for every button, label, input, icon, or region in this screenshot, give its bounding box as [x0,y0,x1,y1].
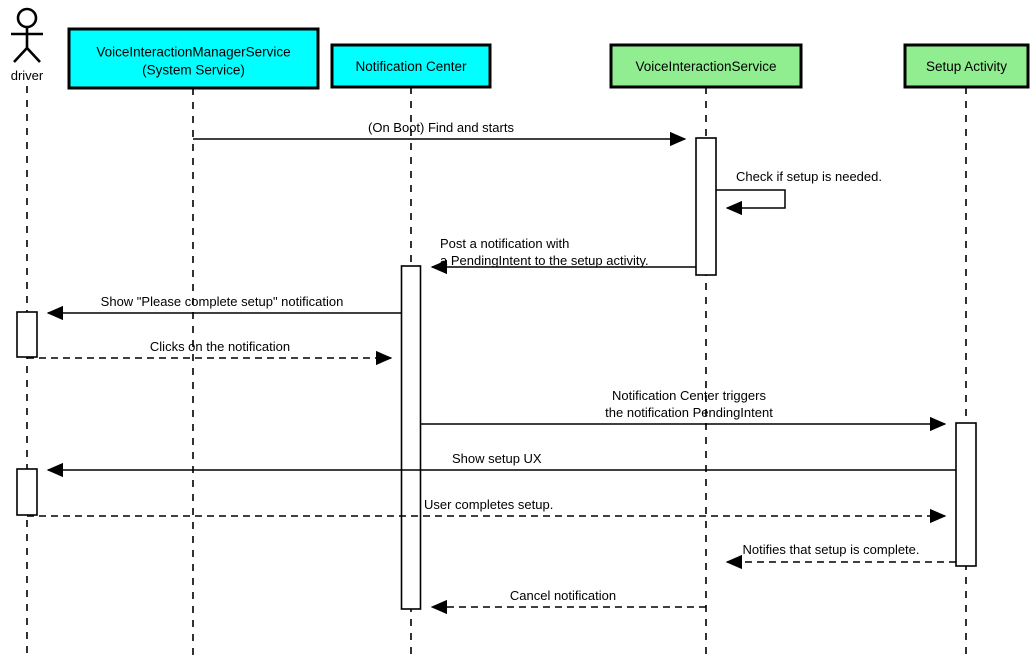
activation-bar-setup_activity [955,422,977,567]
message-label-m5: Clicks on the notification [150,339,290,354]
participant-box-vims[interactable] [67,27,320,90]
message-label-m4: Show "Please complete setup" notificatio… [101,294,344,309]
participant-vis[interactable]: VoiceInteractionService [609,43,803,89]
participant-setup_activity[interactable]: Setup Activity [903,43,1030,89]
message-m7[interactable]: Show setup UX [46,451,956,478]
participant-box-setup_activity[interactable] [903,43,1030,89]
message-m8[interactable]: User completes setup. [27,497,947,524]
activations-layer [16,137,977,610]
participant-box-notification_center[interactable] [330,43,492,89]
participant-box-vis[interactable] [609,43,803,89]
message-label-m10: Cancel notification [510,588,616,603]
participant-notification_center[interactable]: Notification Center [330,43,492,89]
participant-label-vis: VoiceInteractionService [635,59,776,74]
participant-label-notification_center: Notification Center [355,59,467,74]
participant-label-setup_activity: Setup Activity [926,59,1007,74]
message-label-m6: Notification Center triggers [612,388,766,403]
participant-label-sub-vims: (System Service) [142,63,245,78]
actor-leg-left-icon [13,47,28,63]
message-label-m6: the notification PendingIntent [605,405,773,420]
message-label-m9: Notifies that setup is complete. [742,542,919,557]
message-m6[interactable]: Notification Center triggers the notifica… [421,388,947,432]
message-m3[interactable]: Post a notification with a PendingIntent … [430,236,696,275]
message-m1[interactable]: (On Boot) Find and starts [193,120,687,147]
message-label-m2: Check if setup is needed. [736,169,882,184]
actor-leg-right-icon [26,47,41,63]
message-label-m8: User completes setup. [424,497,553,512]
actor-label-driver: driver [11,68,44,83]
activation-bar-notification_center [400,265,422,610]
message-m5[interactable]: Clicks on the notification [27,339,393,366]
activation-bar-driver [16,468,38,516]
message-label-m1: (On Boot) Find and starts [368,120,514,135]
message-label-m7: Show setup UX [452,451,542,466]
actor-layer: driver [11,7,44,83]
message-m10[interactable]: Cancel notification [430,588,706,615]
activation-bar-vis [695,137,717,276]
activation-bar-driver [16,311,38,358]
message-label-m3: Post a notification with [440,236,569,251]
message-label-m3: a PendingIntent to the setup activity. [440,253,649,268]
message-arrow-m2 [716,189,786,216]
message-m9[interactable]: Notifies that setup is complete. [725,542,956,570]
participant-vims[interactable]: VoiceInteractionManagerService (System Se… [67,27,320,90]
message-m4[interactable]: Show "Please complete setup" notificatio… [46,294,402,321]
actor-head-icon [16,7,38,29]
participant-boxes-layer: VoiceInteractionManagerService (System Se… [67,27,1030,90]
participant-label-vims: VoiceInteractionManagerService [96,45,290,60]
message-m2[interactable]: Check if setup is needed. [716,169,882,216]
participant-driver[interactable]: driver [11,7,44,83]
